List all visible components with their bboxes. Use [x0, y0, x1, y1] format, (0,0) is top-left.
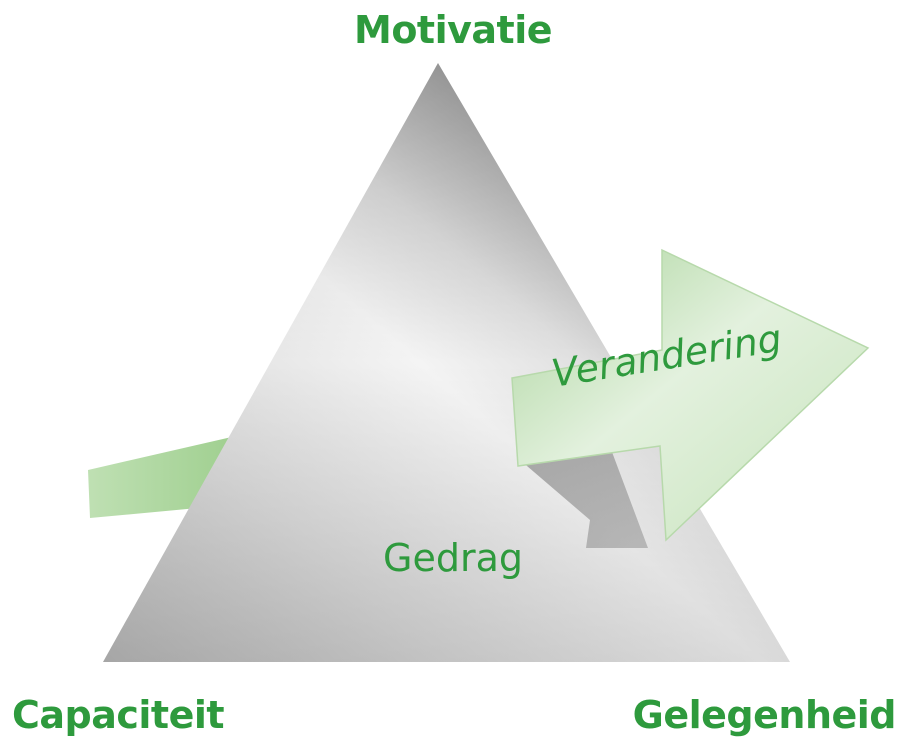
change-arrow	[512, 250, 868, 540]
vertex-label-opportunity: Gelegenheid	[632, 693, 897, 737]
vertex-label-capability: Capaciteit	[12, 693, 225, 737]
change-arrow-edge	[511, 248, 870, 542]
arrow-shadow	[520, 452, 648, 548]
vertex-label-motivation: Motivatie	[354, 8, 553, 52]
center-label-behavior: Gedrag	[383, 536, 523, 580]
